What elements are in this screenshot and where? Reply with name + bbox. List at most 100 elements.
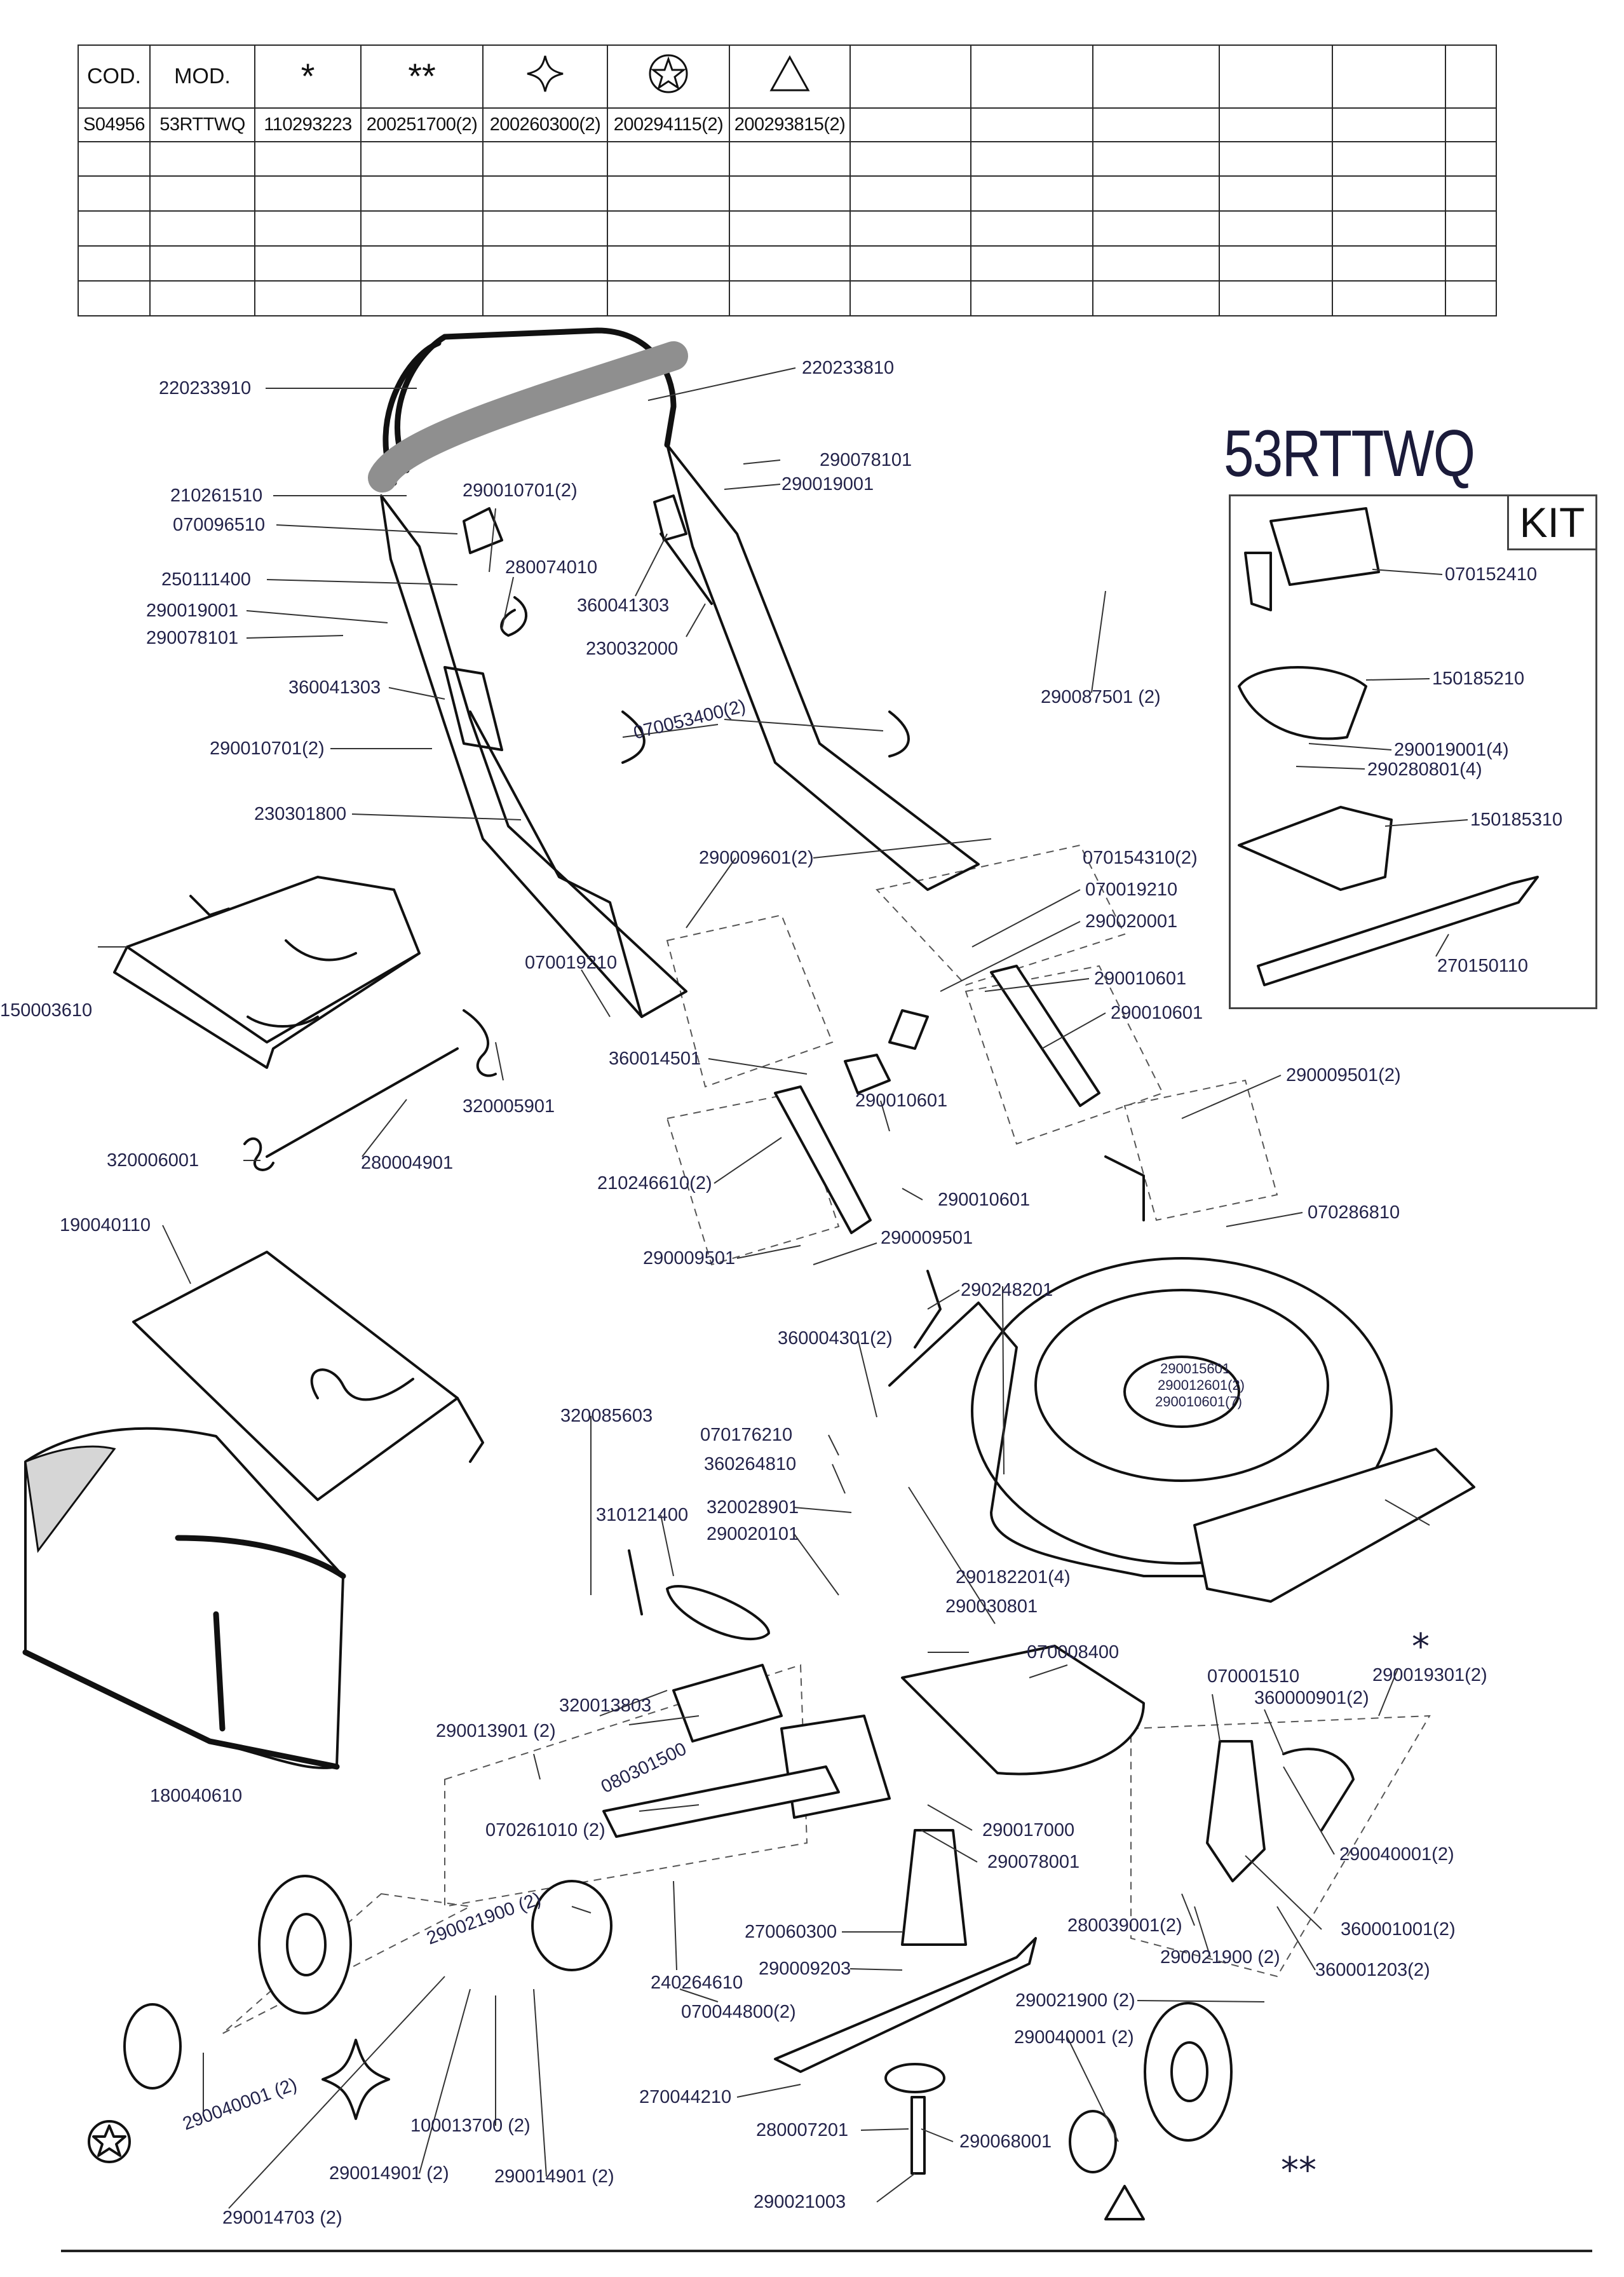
part-label: 360001001(2) xyxy=(1341,1919,1456,1940)
part-label: 290021003 xyxy=(754,2192,846,2212)
part-label: 290012601(2) xyxy=(1158,1377,1245,1393)
header-empty xyxy=(1332,44,1446,109)
part-label: 070261010 (2) xyxy=(485,1820,606,1840)
part-label: 230301800 xyxy=(254,804,346,824)
part-label: 190040110 xyxy=(60,1215,151,1235)
header-triangle xyxy=(729,44,851,109)
cell-cod: S04956 xyxy=(78,107,151,142)
part-label: 290010601(7) xyxy=(1155,1394,1242,1410)
part-label: 290078001 xyxy=(987,1852,1079,1872)
part-label: 220233910 xyxy=(159,378,251,398)
kit-parts xyxy=(1238,507,1539,986)
part-label: 070096510 xyxy=(173,515,265,535)
header-circle-star xyxy=(607,44,730,109)
part-label: 270044210 xyxy=(639,2087,731,2107)
header-double-star: ** xyxy=(360,44,484,109)
part-label: 290030801 xyxy=(945,1596,1038,1617)
part-label: 290009203 xyxy=(759,1959,851,1979)
front-wheel xyxy=(1069,1740,1355,2220)
part-label: 290078101 xyxy=(820,450,912,470)
part-label: 210246610(2) xyxy=(597,1173,712,1193)
symbol-markers: * ** xyxy=(1281,1626,1430,2191)
model-title: 53RTTWQ xyxy=(1224,417,1475,491)
kit-part-label: 290280801(4) xyxy=(1367,759,1482,780)
part-label: 320013803 xyxy=(559,1696,651,1716)
header-empty xyxy=(849,44,971,109)
mower-deck xyxy=(888,1155,1475,1603)
height-adjusters xyxy=(774,965,1100,1234)
part-label: 290040001 (2) xyxy=(180,2074,299,2135)
handle-assembly xyxy=(368,327,980,1018)
rear-flap xyxy=(113,876,421,1069)
part-label: 360041303 xyxy=(288,677,381,698)
part-label: 290078101 xyxy=(146,628,238,648)
triangle-icon xyxy=(769,55,810,92)
part-label: 290019001 xyxy=(146,601,238,621)
part-label: 220233810 xyxy=(802,358,894,378)
header-diamond-star xyxy=(482,44,608,109)
part-label: 290020001 xyxy=(1085,911,1177,932)
part-label: 290021900 (2) xyxy=(1160,1947,1280,1968)
part-label: 360264810 xyxy=(704,1454,796,1474)
leader-lines xyxy=(98,367,1430,2209)
part-label: 360014501 xyxy=(609,1049,701,1069)
part-label: 240264610 xyxy=(651,1973,743,1993)
part-label: 070044800(2) xyxy=(681,2002,796,2022)
parts-header-table: COD. MOD. * ** S04956 53RTTWQ 11 xyxy=(78,44,1497,316)
part-label: 360041303 xyxy=(577,595,669,616)
part-label: 080301500 xyxy=(598,1739,689,1797)
part-label: 280004901 xyxy=(361,1153,453,1173)
rear-wheel xyxy=(88,1875,390,2163)
header-empty xyxy=(1219,44,1333,109)
part-label: 070019210 xyxy=(1085,880,1177,900)
drive-assembly xyxy=(531,1549,1145,1971)
part-label: 290182201(4) xyxy=(956,1567,1071,1587)
part-label: 290040001(2) xyxy=(1339,1844,1454,1865)
part-label: 290009501(2) xyxy=(1286,1065,1401,1085)
part-label: 180040610 xyxy=(150,1786,242,1806)
part-label: 290009601(2) xyxy=(699,848,814,868)
part-label: 320006001 xyxy=(107,1150,199,1171)
kit-part-label: 150185210 xyxy=(1432,669,1524,689)
cell-single-star: 110293223 xyxy=(254,107,362,142)
header-single-star: * xyxy=(254,44,362,109)
part-label: 290040001 (2) xyxy=(1014,2027,1134,2048)
bottom-rule xyxy=(61,2250,1592,2252)
part-label: 290017000 xyxy=(982,1820,1074,1840)
part-label: 310121400 xyxy=(596,1505,688,1525)
cell-double-star: 200251700(2) xyxy=(360,107,484,142)
part-label: 070176210 xyxy=(700,1425,792,1445)
kit-box: KIT xyxy=(1229,494,1597,1009)
part-label: 290021900 (2) xyxy=(1015,1990,1135,2011)
part-label: 290021900 (2) xyxy=(424,1889,543,1949)
assembly-guides xyxy=(222,844,1431,2034)
part-label: 070019210 xyxy=(525,953,617,973)
part-label: 290014901 (2) xyxy=(494,2166,614,2187)
cell-triangle: 200293815(2) xyxy=(729,107,851,142)
hinge-rod-springs xyxy=(243,1009,497,1171)
header-cod: COD. xyxy=(78,44,151,109)
part-label: 070008400 xyxy=(1027,1642,1119,1662)
kit-part-label: 290019001(4) xyxy=(1394,740,1509,760)
part-label: 070053400(2) xyxy=(632,696,748,744)
part-label: 320005901 xyxy=(463,1096,555,1117)
part-label: 360001203(2) xyxy=(1315,1960,1430,1980)
cell-diamond-star: 200260300(2) xyxy=(482,107,608,142)
circle-star-icon xyxy=(649,54,688,93)
cell-circle-star: 200294115(2) xyxy=(607,107,730,142)
part-label: 210261510 xyxy=(170,486,262,506)
part-label: 250111400 xyxy=(161,569,251,590)
part-label: 290019001 xyxy=(782,474,874,494)
part-label: 290014901 (2) xyxy=(329,2163,449,2184)
part-label: 290009501 xyxy=(881,1228,973,1248)
part-label: 290068001 xyxy=(959,2131,1052,2152)
part-label: 290013901 (2) xyxy=(436,1721,556,1741)
part-label: 290087501 (2) xyxy=(1041,687,1161,707)
part-label: 070286810 xyxy=(1308,1202,1400,1223)
kit-part-labels: 070152410 150185210 290019001(4) 2902808… xyxy=(1296,564,1562,976)
part-label: 290020101 xyxy=(707,1524,799,1544)
kit-part-label: 270150110 xyxy=(1437,956,1528,976)
part-label: 290010601 xyxy=(938,1190,1030,1210)
part-label: 320085603 xyxy=(560,1406,653,1426)
part-label: 290019301(2) xyxy=(1372,1665,1487,1685)
